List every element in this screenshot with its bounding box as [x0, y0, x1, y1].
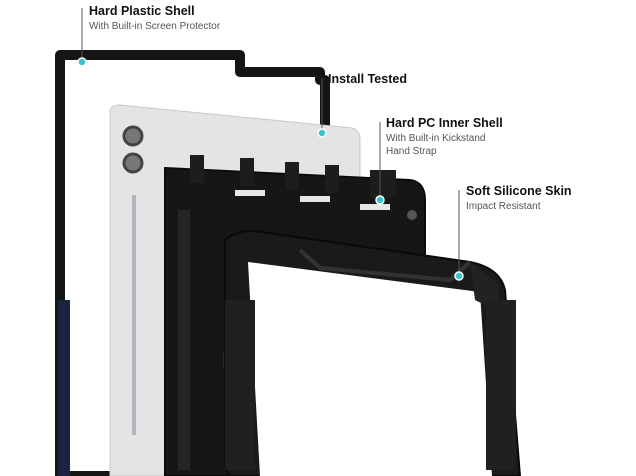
callout-soft-silicone-skin: Soft Silicone Skin Impact Resistant — [466, 184, 572, 213]
camera-lens-bottom — [122, 152, 144, 174]
callout-title: Hard Plastic Shell — [89, 4, 195, 18]
hard-plastic-shell — [55, 50, 330, 476]
dot-soft-silicone-skin — [454, 271, 464, 281]
callout-dots — [77, 57, 464, 281]
s-pen — [132, 195, 136, 435]
dot-hard-plastic-shell — [77, 57, 87, 67]
callout-hard-plastic-shell: Hard Plastic Shell With Built-in Screen … — [89, 4, 220, 33]
soft-silicone-skin — [224, 230, 522, 476]
callout-title: Install Tested — [328, 72, 407, 86]
callout-subtitle-line-2: Hand Strap — [386, 146, 437, 157]
camera-lens-top — [122, 125, 144, 147]
dot-hard-pc-inner-shell — [375, 195, 385, 205]
callout-subtitle: Impact Resistant — [466, 201, 541, 212]
callout-hard-pc-inner-shell: Hard PC Inner Shell With Built-in Kickst… — [386, 116, 503, 158]
dot-install-tested — [317, 128, 327, 138]
callout-title: Soft Silicone Skin — [466, 184, 572, 198]
callout-install-tested: Install Tested — [328, 72, 407, 86]
callout-subtitle: With Built-in Screen Protector — [89, 21, 221, 32]
callout-title: Hard PC Inner Shell — [386, 116, 503, 130]
leader-lines — [81, 8, 460, 276]
callout-subtitle-line-1: With Built-in Kickstand — [386, 133, 486, 144]
